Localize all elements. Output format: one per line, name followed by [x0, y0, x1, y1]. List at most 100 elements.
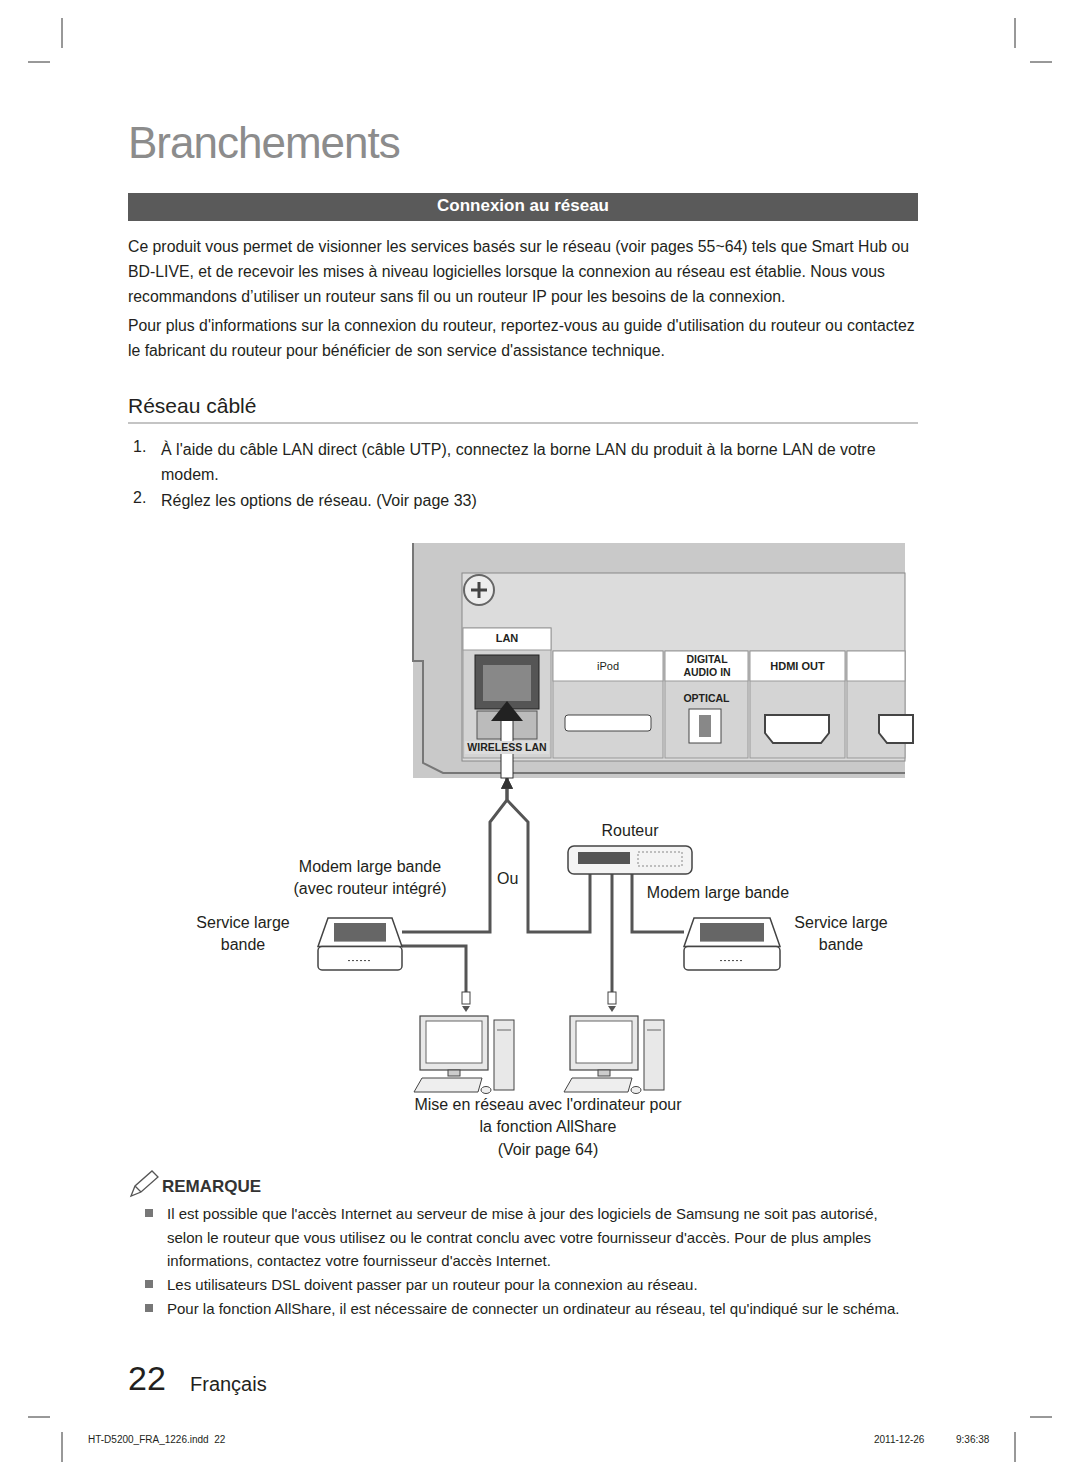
rear-panel: LAN WIRELESS LAN iPod DIGITAL AUDIO IN OPTIC… — [413, 543, 905, 778]
bullet-square — [145, 1209, 153, 1217]
port-label: WIRELESS LAN — [465, 741, 549, 754]
lan-cable — [402, 778, 507, 932]
service-label: Service large bande — [186, 912, 300, 956]
figure-caption: Mise en réseau avec l'ordinateur pour la… — [410, 1094, 686, 1138]
note-pencil-icon — [131, 1171, 158, 1196]
pc-screen — [426, 1021, 482, 1063]
modem-top — [318, 918, 402, 947]
node-shape — [568, 846, 692, 874]
section-rule — [128, 422, 918, 424]
plug-arrow — [608, 1006, 616, 1012]
pc-mouse — [631, 1087, 641, 1094]
page-title: Branchements — [128, 118, 400, 168]
port-cell-head — [665, 651, 748, 681]
note-bullet-text: Les utilisateurs DSL doivent passer par … — [167, 1273, 917, 1297]
insert-arrow — [491, 701, 523, 721]
crop-mark — [62, 1432, 63, 1462]
port-label: iPod — [553, 660, 663, 673]
screw-cross — [471, 582, 487, 598]
router-grille — [638, 852, 682, 866]
lan-jack-inner — [483, 665, 531, 701]
lan-jack — [475, 655, 539, 709]
pc-tower — [644, 1020, 664, 1090]
crop-mark — [62, 18, 63, 48]
pc-keyboard — [414, 1078, 482, 1092]
or-label: Ou — [497, 869, 518, 888]
pc-stand — [448, 1070, 460, 1076]
modem-router-device: Modem large bande (avec routeur intégré) — [318, 918, 402, 970]
cable-plug — [608, 992, 616, 1004]
step-text: À l'aide du câble LAN direct (câble UTP)… — [161, 437, 919, 487]
device-label: Modem large bande (avec routeur intégré) — [285, 856, 455, 900]
pc-mouse — [481, 1087, 491, 1094]
section-heading: Réseau câblé — [128, 393, 256, 418]
modem-base — [318, 947, 402, 970]
chassis-edge — [413, 543, 905, 773]
band-heading: Connexion au réseau — [128, 196, 918, 216]
page-number: 22 — [128, 1358, 166, 1399]
node-shape — [684, 918, 780, 970]
pc-cable — [611, 874, 614, 1004]
section-band: Connexion au réseau — [128, 193, 918, 221]
port-label: DIGITAL AUDIO IN — [675, 653, 739, 678]
step-text: Réglez les options de réseau. (Voir page… — [161, 488, 919, 513]
pc-stand — [598, 1070, 610, 1076]
computer-icon — [564, 1016, 664, 1094]
body-paragraph: Ce produit vous permet de visionner les … — [128, 234, 920, 309]
plug-arrow — [462, 1006, 470, 1012]
crop-mark — [28, 1417, 50, 1418]
page-language: Français — [190, 1372, 267, 1396]
device-label: Modem large bande — [638, 883, 798, 902]
port-cell-head — [750, 651, 845, 681]
pc-tower — [494, 1020, 514, 1090]
port-label: LAN — [463, 632, 551, 645]
ipod-port — [565, 715, 651, 731]
port-cell-head — [463, 628, 551, 650]
crop-mark — [1030, 62, 1052, 63]
port-cell-head — [553, 651, 663, 681]
optical-door — [699, 715, 711, 737]
node-shape — [318, 918, 402, 970]
crop-mark — [28, 62, 50, 63]
port-cell — [750, 651, 845, 758]
step-number: 2. — [133, 488, 146, 507]
pc-drive — [647, 1030, 661, 1031]
figure-caption: (Voir page 64) — [410, 1139, 686, 1161]
note-bullet-text: Pour la fonction AllShare, il est nécess… — [167, 1297, 917, 1321]
note-bullet-text: Il est possible que l'accès Internet au … — [167, 1202, 917, 1273]
port-cell — [553, 651, 663, 758]
modem-leds — [348, 960, 372, 961]
router-ports — [578, 852, 630, 864]
hdmi-port — [765, 715, 829, 743]
modem-vent — [700, 923, 764, 942]
pc-drive — [497, 1030, 511, 1031]
crop-mark — [1030, 1417, 1052, 1418]
pc-screen — [576, 1021, 632, 1063]
device-label: Routeur — [580, 821, 680, 840]
modem-leds — [720, 960, 744, 961]
hdmi-port — [879, 715, 913, 743]
panel-plate — [462, 573, 905, 761]
bullet-square — [145, 1304, 153, 1312]
router-device: Routeur — [568, 846, 692, 874]
optical-port — [689, 709, 721, 743]
modem-base — [684, 947, 780, 970]
modem-vent — [334, 923, 386, 942]
service-label: Service large bande — [784, 912, 898, 956]
crop-mark — [1015, 18, 1016, 48]
print-slug: 2011-12-26 — [874, 1434, 924, 1446]
lan-cable — [632, 874, 684, 932]
modem-top — [684, 918, 780, 947]
pc-keyboard — [564, 1078, 632, 1092]
bullet-square — [145, 1280, 153, 1288]
modem-device: Modem large bande — [684, 918, 780, 970]
cable-plug — [462, 992, 470, 1004]
router-body — [568, 846, 692, 874]
note-heading: REMARQUE — [162, 1177, 261, 1197]
pc-monitor — [420, 1016, 488, 1070]
computer-icon — [414, 1016, 514, 1094]
print-slug: 9:36:38 — [956, 1434, 989, 1446]
pc-monitor — [570, 1016, 638, 1070]
port-label: OPTICAL — [665, 692, 748, 705]
